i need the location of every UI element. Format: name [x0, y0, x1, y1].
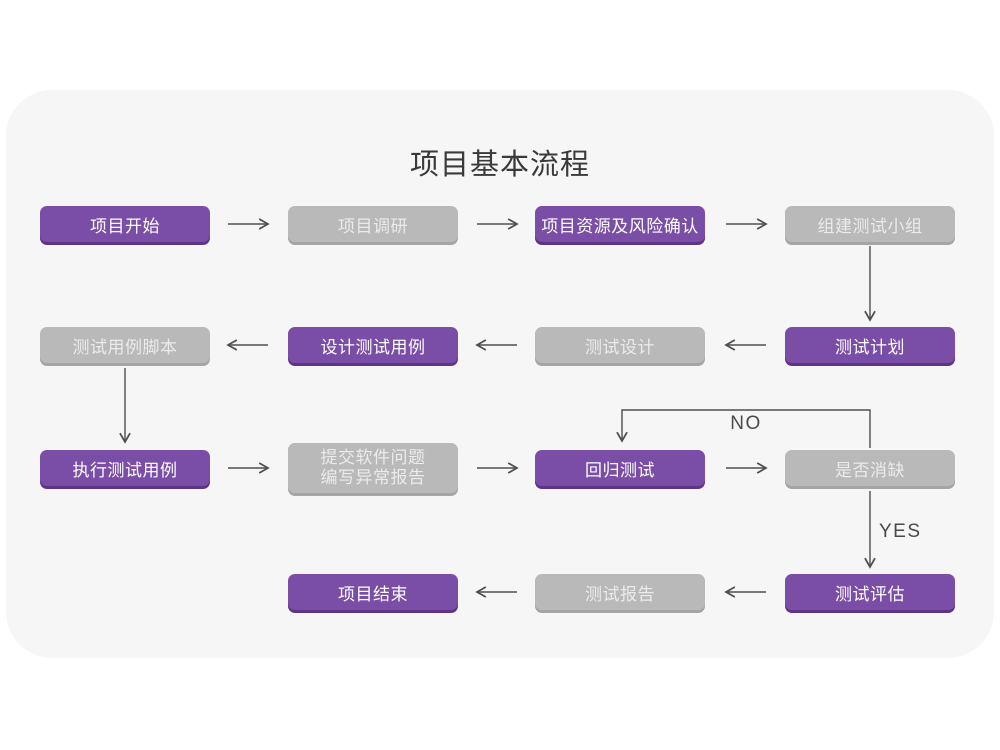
- node-label: 项目结束: [338, 584, 408, 604]
- node-label: 测试用例脚本: [72, 337, 178, 357]
- node-regression: 回归测试: [535, 450, 705, 486]
- node-label: 测试评估: [835, 584, 905, 604]
- node-defect-cleared: 是否消缺: [785, 450, 955, 486]
- node-risk-confirm: 项目资源及风险确认: [535, 206, 705, 242]
- node-label-line1: 提交软件问题: [320, 448, 426, 467]
- node-evaluate: 测试评估: [785, 574, 955, 610]
- node-label: 执行测试用例: [72, 460, 178, 480]
- node-research: 项目调研: [288, 206, 458, 242]
- node-design-cases: 设计测试用例: [288, 327, 458, 363]
- node-label: 是否消缺: [835, 460, 905, 480]
- node-label: 组建测试小组: [817, 216, 923, 236]
- node-test-plan: 测试计划: [785, 327, 955, 363]
- node-label: 项目资源及风险确认: [541, 216, 699, 236]
- node-execute-cases: 执行测试用例: [40, 450, 210, 486]
- node-test-design: 测试设计: [535, 327, 705, 363]
- node-label: 回归测试: [585, 460, 655, 480]
- node-build-team: 组建测试小组: [785, 206, 955, 242]
- node-label-line2: 编写异常报告: [320, 468, 426, 487]
- page-title: 项目基本流程: [409, 149, 590, 181]
- node-test-report: 测试报告: [535, 574, 705, 610]
- node-label: 测试设计: [585, 337, 655, 357]
- node-end: 项目结束: [288, 574, 458, 610]
- node-label: 设计测试用例: [320, 337, 426, 357]
- node-submit-issues: 提交软件问题 编写异常报告: [288, 443, 458, 493]
- node-label: 测试计划: [835, 337, 905, 357]
- branch-label-no: NO: [730, 413, 762, 434]
- node-label: 项目调研: [338, 216, 408, 236]
- flowchart-card: [6, 90, 994, 658]
- node-label: 项目开始: [90, 216, 160, 236]
- node-start: 项目开始: [40, 206, 210, 242]
- node-label: 测试报告: [585, 584, 655, 604]
- branch-label-yes: YES: [879, 521, 922, 542]
- node-case-script: 测试用例脚本: [40, 327, 210, 363]
